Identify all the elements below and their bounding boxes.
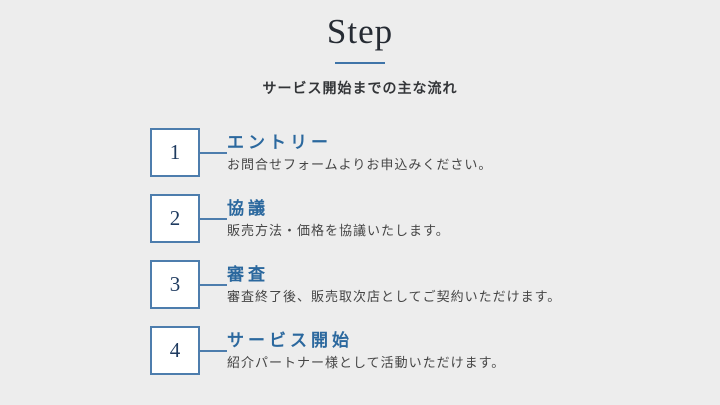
section-header: Step サービス開始までの主な流れ — [0, 11, 720, 98]
step-number-1: 1 — [169, 140, 181, 164]
step-text-1: エントリー お問合せフォームよりお申込みください。 — [227, 128, 492, 177]
step-connector-line-1 — [200, 151, 227, 154]
step-row-2: 2 協議 販売方法・価格を協議いたします。 — [150, 194, 720, 243]
steps-list: 1 エントリー お問合せフォームよりお申込みください。 2 協議 販売方法・価格… — [150, 128, 720, 375]
step-connector-line-3 — [200, 283, 227, 286]
step-number-box-4: 4 — [150, 326, 200, 375]
section-title: Step — [326, 12, 394, 51]
step-description-4: 紹介パートナー様として活動いただけます。 — [227, 354, 506, 370]
step-row-1: 1 エントリー お問合せフォームよりお申込みください。 — [150, 128, 720, 177]
step-number-box-2: 2 — [150, 194, 200, 243]
step-number-3: 3 — [169, 272, 181, 296]
step-number-4: 4 — [169, 338, 181, 362]
step-description-1: お問合せフォームよりお申込みください。 — [227, 156, 493, 172]
step-title-4: サービス開始 — [227, 330, 353, 350]
step-number-2: 2 — [169, 206, 181, 230]
step-text-2: 協議 販売方法・価格を協議いたします。 — [227, 194, 450, 243]
step-connector-line-4 — [200, 349, 227, 352]
title-underline-rule — [335, 62, 385, 64]
step-row-3: 3 審査 審査終了後、販売取次店としてご契約いただけます。 — [150, 260, 720, 309]
step-number-box-1: 1 — [150, 128, 200, 177]
step-connector-line-2 — [200, 217, 227, 220]
step-description-3: 審査終了後、販売取次店としてご契約いただけます。 — [227, 288, 562, 304]
step-number-box-3: 3 — [150, 260, 200, 309]
step-description-2: 販売方法・価格を協議いたします。 — [227, 222, 450, 238]
step-row-4: 4 サービス開始 紹介パートナー様として活動いただけます。 — [150, 326, 720, 375]
step-title-3: 審査 — [227, 264, 269, 284]
step-text-3: 審査 審査終了後、販売取次店としてご契約いただけます。 — [227, 260, 561, 309]
step-text-4: サービス開始 紹介パートナー様として活動いただけます。 — [227, 326, 505, 375]
step-title-2: 協議 — [227, 198, 269, 218]
step-title-1: エントリー — [227, 132, 332, 152]
section-subtitle: サービス開始までの主な流れ — [262, 82, 458, 97]
